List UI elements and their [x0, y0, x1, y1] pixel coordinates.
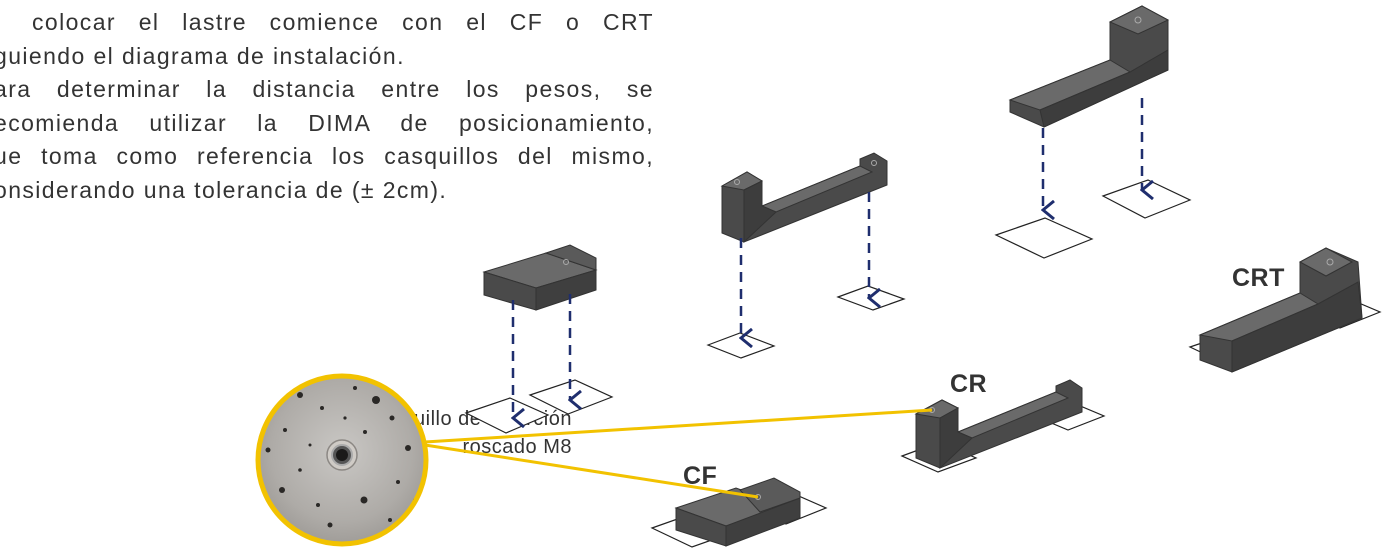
insert-callout-lines [424, 408, 933, 499]
label-cr: CR [950, 370, 988, 398]
instruction-line-2: guiendo el diagrama de instalación. [0, 42, 405, 69]
label-cf: CF [683, 462, 718, 490]
cf-block-installed [650, 477, 828, 548]
crt-block-installed [1188, 247, 1382, 373]
instruction-line-4: ecomienda utilizar la DIMA de posicionam… [0, 109, 654, 136]
cf-block-exploded [464, 244, 614, 434]
cr-block-exploded [706, 152, 906, 359]
insert-closeup-photo [255, 373, 429, 547]
instructions-text: colocar el lastre comience con el CF o C… [0, 6, 654, 207]
instruction-line-3: ara determinar la distancia entre los pe… [0, 76, 654, 102]
insert-caption-line-2: roscado M8 [462, 436, 572, 458]
instruction-line-5: ue toma como referencia los casquillos d… [0, 143, 654, 169]
instruction-line-1: colocar el lastre comience con el CF o C… [32, 9, 654, 35]
label-crt: CRT [1232, 264, 1285, 292]
instruction-line-6: onsiderando una tolerancia de (± 2cm). [0, 176, 448, 203]
crt-block-exploded [994, 5, 1192, 259]
cr-block-installed [900, 379, 1106, 473]
